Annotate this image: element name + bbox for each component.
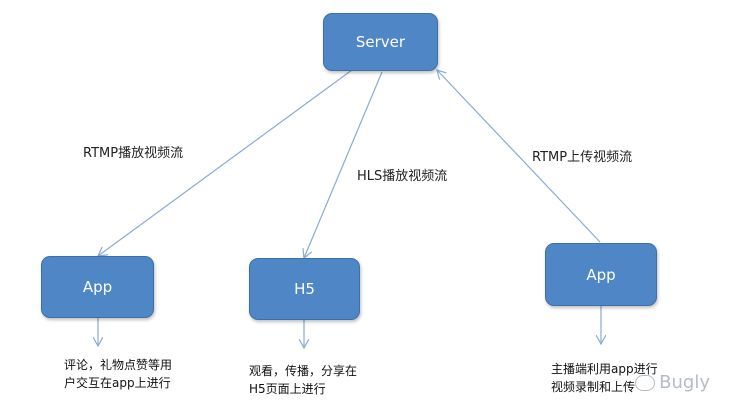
edge-server-to-h5 xyxy=(304,71,383,258)
app-right-node: App xyxy=(545,243,657,306)
note-app-right: 主播端利用app进行 视频录制和上传 xyxy=(551,360,658,396)
note-app-left-line-1: 评论，礼物点赞等用 xyxy=(64,358,173,372)
app-left-node: App xyxy=(41,256,154,318)
h5-node: H5 xyxy=(249,258,360,320)
note-h5-line-2: H5页面上进行 xyxy=(249,382,326,396)
edge-label-rtmp-upload: RTMP上传视频流 xyxy=(532,150,633,165)
watermark-text: Bugly xyxy=(659,372,710,393)
edge-server-to-app-left xyxy=(98,69,353,256)
server-node: Server xyxy=(323,13,438,71)
note-app-left: 评论，礼物点赞等用 户交互在app上进行 xyxy=(64,356,172,392)
edge-label-hls-play: HLS播放视频流 xyxy=(357,169,448,184)
note-app-right-line-2: 视频录制和上传 xyxy=(551,380,636,394)
edge-app-right-to-server xyxy=(437,70,601,243)
note-h5: 观看，传播，分享在 H5页面上进行 xyxy=(249,362,357,398)
watermark: Bugly xyxy=(635,372,710,393)
note-h5-line-1: 观看，传播，分享在 xyxy=(249,364,358,378)
chat-bubble-icon xyxy=(635,374,656,391)
note-app-left-line-2: 户交互在app上进行 xyxy=(64,376,171,390)
edge-label-rtmp-play: RTMP播放视频流 xyxy=(83,146,184,161)
note-app-right-line-1: 主播端利用app进行 xyxy=(551,362,658,376)
